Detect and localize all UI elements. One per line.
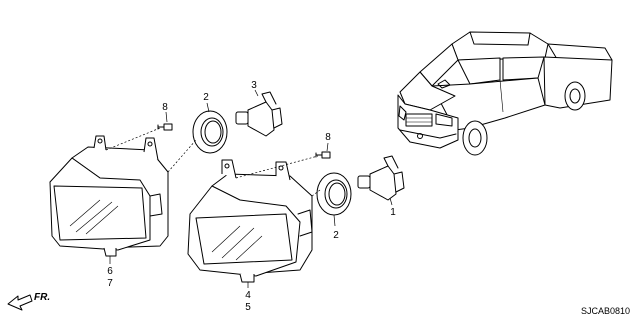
callout-6: 6 — [107, 266, 113, 277]
callout-2-upper: 2 — [203, 92, 209, 103]
callout-4: 4 — [245, 290, 251, 301]
callout-5: 5 — [245, 302, 251, 313]
leader-lines — [105, 89, 393, 288]
callout-7: 7 — [107, 278, 113, 289]
screw-upper — [157, 123, 173, 131]
front-direction-indicator: FR. — [7, 292, 50, 311]
left-fog-light-assembly — [49, 135, 169, 257]
callout-8-upper: 8 — [162, 102, 168, 113]
callout-8-lower: 8 — [325, 132, 331, 143]
bulb-upper — [235, 91, 283, 137]
callout-3: 3 — [251, 80, 257, 91]
truck-illustration — [397, 31, 613, 156]
front-arrow-icon — [7, 294, 33, 311]
diagram-code: SJCAB0810 — [581, 306, 630, 316]
front-direction-label: FR. — [34, 292, 50, 303]
right-fog-light-assembly — [187, 159, 313, 283]
callout-1: 1 — [390, 207, 396, 218]
callout-2-lower: 2 — [333, 230, 339, 241]
bulb-lower — [357, 155, 405, 201]
gasket-ring-lower — [316, 172, 352, 216]
gasket-ring-upper — [192, 110, 228, 154]
screw-lower — [315, 151, 331, 159]
